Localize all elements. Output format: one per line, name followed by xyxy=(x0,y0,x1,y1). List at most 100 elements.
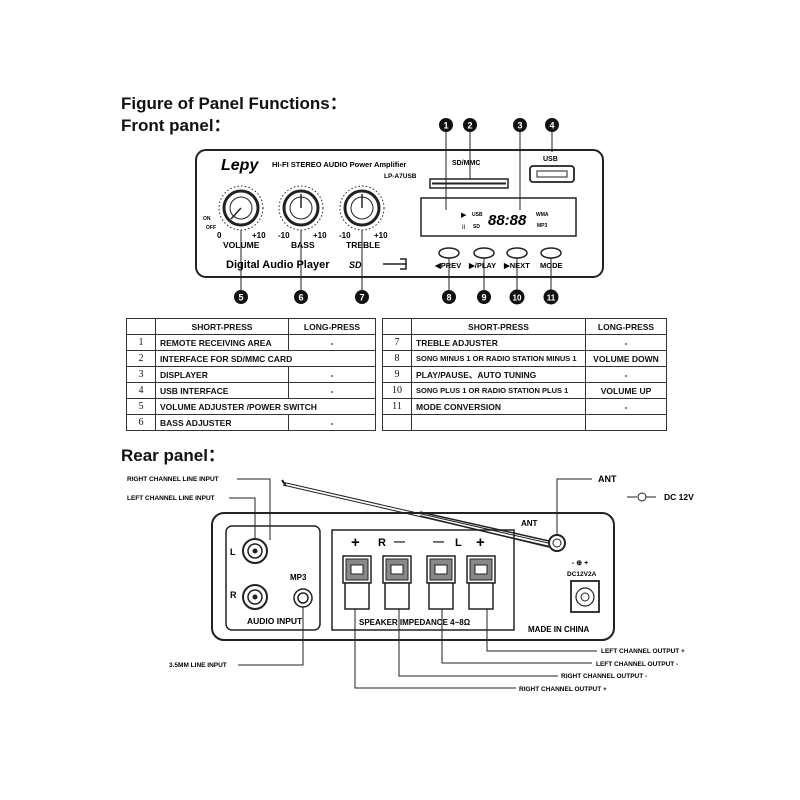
table-header: SHORT-PRESS xyxy=(411,318,586,335)
figure-title: Figure of Panel Functions： xyxy=(121,94,347,113)
dc-polarity-icon xyxy=(627,492,656,502)
audio-input-label: AUDIO INPUT xyxy=(247,616,303,626)
mp3-3-5mm-jack[interactable] xyxy=(293,588,313,608)
speaker-minus-r: — xyxy=(394,536,405,548)
svg-text:11: 11 xyxy=(547,294,556,303)
callout-6: 6 xyxy=(294,230,308,304)
table-header: LONG-PRESS xyxy=(288,318,376,335)
made-in-label: MADE IN CHINA xyxy=(528,625,590,634)
volume-min: 0 xyxy=(217,231,222,240)
speaker-terminal-right-plus[interactable] xyxy=(342,555,372,610)
dc-panel-label: DC12V2A xyxy=(567,571,597,578)
ant-callout-label: ANT xyxy=(598,474,617,484)
callout-right-line-input: RIGHT CHANNEL LINE INPUT xyxy=(127,476,219,483)
treble-min: -10 xyxy=(339,231,351,240)
callout-4: 4 xyxy=(545,118,559,152)
bass-max: +10 xyxy=(313,231,327,240)
digital-audio-player-label: Digital Audio Player xyxy=(226,259,330,271)
volume-knob[interactable] xyxy=(218,185,264,231)
bass-knob[interactable] xyxy=(278,185,324,231)
callout-7: 7 xyxy=(355,230,369,304)
table-header: SHORT-PRESS xyxy=(155,318,289,335)
volume-max: +10 xyxy=(252,231,266,240)
usb-logo-icon xyxy=(383,258,407,270)
svg-text:3: 3 xyxy=(517,121,522,131)
table-row: 9 PLAY/PAUSE、AUTO TUNING - xyxy=(382,366,667,383)
prev-button-label: ◀PREV xyxy=(434,261,461,270)
table-row: 10 SONG PLUS 1 OR RADIO STATION PLUS 1 V… xyxy=(382,382,667,399)
speaker-terminal-left-minus[interactable] xyxy=(426,555,456,610)
table-row: 6 BASS ADJUSTER - xyxy=(126,414,376,431)
svg-text:9: 9 xyxy=(481,293,486,303)
callout-9: 9 xyxy=(477,258,491,304)
callout-left-channel-output-minus: LEFT CHANNEL OUTPUT - xyxy=(596,661,678,668)
table-row: 11 MODE CONVERSION - xyxy=(382,398,667,415)
volume-off-label: OFF xyxy=(206,225,216,231)
speaker-plus-l: + xyxy=(476,534,485,551)
play-button-label: ▶/PLAY xyxy=(468,261,496,270)
treble-max: +10 xyxy=(374,231,388,240)
treble-label: TREBLE xyxy=(346,240,380,250)
table-row: 4 USB INTERFACE - xyxy=(126,382,376,399)
rear-panel-heading: Rear panel： xyxy=(121,446,225,465)
callout-3-5mm-line-input: 3.5MM LINE INPUT xyxy=(169,662,227,669)
svg-text:- ⊕ +: - ⊕ + xyxy=(572,560,588,567)
table-header xyxy=(126,318,156,335)
callout-2: 2 xyxy=(463,118,477,179)
svg-text:2: 2 xyxy=(467,121,472,131)
function-table-right: SHORT-PRESS LONG-PRESS 7 TREBLE ADJUSTER… xyxy=(382,318,667,431)
bass-label: BASS xyxy=(291,240,315,250)
callout-11: 11 xyxy=(543,258,559,305)
callout-10: 10 xyxy=(509,258,525,305)
callout-left-line-input: LEFT CHANNEL LINE INPUT xyxy=(127,495,215,502)
speaker-terminal-block xyxy=(331,529,515,631)
table-row: 5 VOLUME ADJUSTER /POWER SWITCH xyxy=(126,398,376,415)
antenna-connector[interactable] xyxy=(548,534,566,552)
mp3-jack-label: MP3 xyxy=(290,573,307,582)
callout-left-channel-output-plus: LEFT CHANNEL OUTPUT + xyxy=(601,648,685,655)
ant-panel-label: ANT xyxy=(521,519,538,528)
sd-slot-label: SD/MMC xyxy=(452,160,480,167)
speaker-l-label: L xyxy=(455,537,462,549)
speaker-r-label: R xyxy=(378,537,386,549)
speaker-terminal-left-plus[interactable] xyxy=(466,555,496,610)
speaker-minus-l: — xyxy=(433,536,444,548)
speaker-plus-r: + xyxy=(351,534,360,551)
callout-1: 1 xyxy=(439,118,453,210)
play-button[interactable]: ▶/PLAY xyxy=(468,247,496,270)
prev-button[interactable]: ◀PREV xyxy=(434,247,461,270)
left-rca-jack[interactable] xyxy=(242,538,268,564)
svg-text:7: 7 xyxy=(359,293,364,303)
right-rca-jack[interactable] xyxy=(242,584,268,610)
dc-panel-polarity-icon: - ⊕ + xyxy=(572,560,588,567)
display-mp3-indicator: MP3 xyxy=(537,223,548,229)
usb-port-label: USB xyxy=(543,156,558,163)
callout-right-channel-output-minus: RIGHT CHANNEL OUTPUT - xyxy=(561,673,647,680)
svg-text:1: 1 xyxy=(443,121,448,131)
dc-power-jack[interactable] xyxy=(570,580,600,613)
display-usb-indicator: USB xyxy=(472,212,483,218)
play-indicator-icon: ▶ xyxy=(461,212,467,219)
model-number: LP-A7USB xyxy=(384,173,417,180)
audio-input-block xyxy=(225,525,321,631)
volume-on-label: ON xyxy=(203,216,211,222)
display-digits: 88:88 xyxy=(488,212,527,229)
audio-l-label: L xyxy=(230,547,236,557)
usb-port[interactable] xyxy=(529,165,575,183)
speaker-terminal-right-minus[interactable] xyxy=(382,555,412,610)
dc-callout-label: DC 12V xyxy=(664,492,694,502)
svg-text:6: 6 xyxy=(298,293,303,303)
display-screen xyxy=(420,197,577,237)
brand-logo: Lepy xyxy=(221,157,259,174)
product-line: HI-FI STEREO AUDIO Power Amplifier xyxy=(272,160,407,169)
callout-8: 8 xyxy=(442,258,456,304)
svg-text:10: 10 xyxy=(513,294,522,303)
sd-logo: SD xyxy=(349,260,362,270)
table-row: 3 DISPLAYER - xyxy=(126,366,376,383)
table-row: 7 TREBLE ADJUSTER - xyxy=(382,334,667,351)
svg-text:8: 8 xyxy=(446,293,451,303)
function-table-left: SHORT-PRESS LONG-PRESS 1 REMOTE RECEIVIN… xyxy=(126,318,376,431)
pause-indicator-icon: II xyxy=(462,225,466,231)
callout-3: 3 xyxy=(513,118,527,210)
